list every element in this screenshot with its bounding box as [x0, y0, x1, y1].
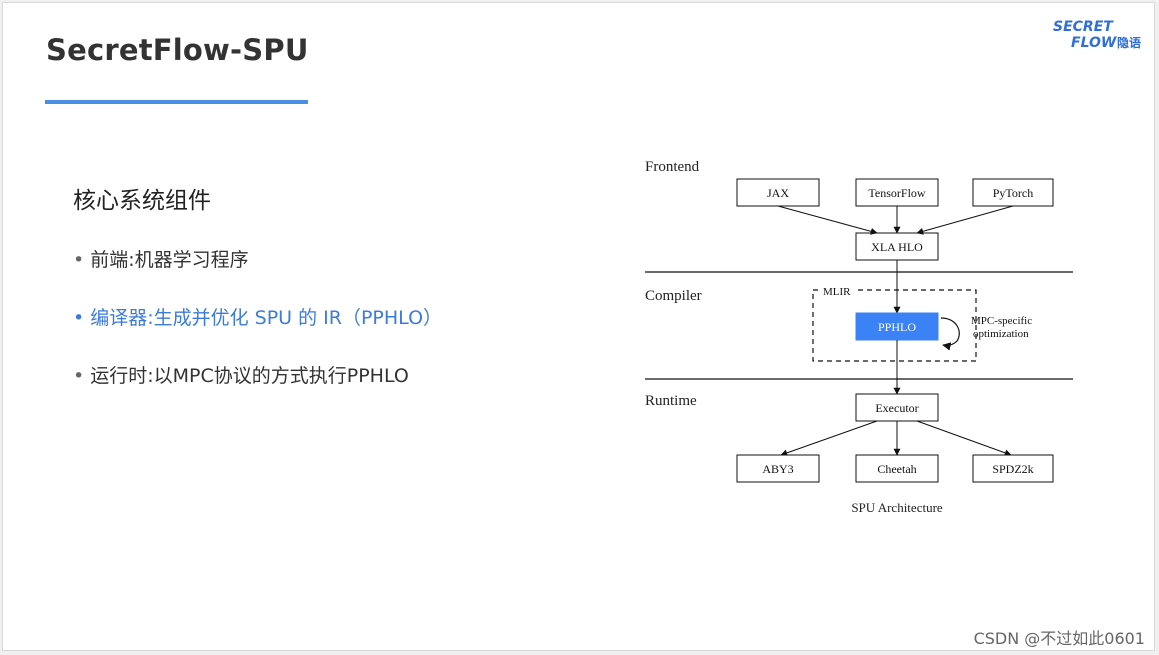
bullet-text: 编译器:生成并优化 SPU 的 IR（PPHLO） [90, 307, 443, 329]
logo-line2: FLOW [1071, 35, 1117, 51]
title-underline [45, 100, 308, 104]
bullet-dot: • [73, 249, 85, 271]
edge-jax-xla [777, 205, 878, 235]
page-title: SecretFlow-SPU [46, 33, 309, 67]
bullet-text: 运行时:以MPC协议的方式执行PPHLO [90, 365, 409, 387]
node-pphlo: PPHLO [855, 312, 939, 341]
mlir-box [812, 289, 977, 362]
watermark: CSDN @不过如此0601 [973, 629, 1145, 648]
node-pytorch: PyTorch [972, 178, 1054, 207]
section-label-compiler: Compiler [645, 288, 702, 304]
edge-pytorch-xla [916, 205, 1014, 235]
node-jax: JAX [736, 178, 820, 207]
node-cheetah: Cheetah [855, 454, 939, 483]
edge-executor-aby3 [780, 420, 878, 457]
diagram-caption: SPU Architecture [851, 500, 943, 515]
optimization-loop-arrow [940, 317, 960, 351]
node-label: JAX [767, 186, 789, 200]
section-label-frontend: Frontend [645, 159, 700, 175]
node-label: ABY3 [762, 462, 793, 476]
opt-label-line1: MPC-specific [971, 315, 1032, 327]
node-spdz2k: SPDZ2k [972, 454, 1054, 483]
bullet-runtime: •运行时:以MPC协议的方式执行PPHLO [73, 361, 409, 388]
node-label: Executor [875, 401, 918, 415]
bullet-dot: • [73, 307, 85, 329]
bullet-compiler: •编译器:生成并优化 SPU 的 IR（PPHLO） [73, 303, 442, 330]
node-label: PyTorch [993, 186, 1034, 200]
node-aby3: ABY3 [736, 454, 820, 483]
mlir-label: MLIR [823, 286, 851, 298]
logo-line1: SECRET [1053, 19, 1114, 35]
logo-cn: 隐语 [1117, 35, 1141, 50]
node-xla-hlo: XLA HLO [855, 232, 939, 261]
node-label: XLA HLO [871, 240, 923, 254]
spu-architecture-diagram: Frontend Compiler Runtime JAX TensorFlow… [645, 159, 1073, 515]
bullet-text: 前端:机器学习程序 [90, 249, 249, 271]
node-tensorflow: TensorFlow [855, 178, 939, 207]
node-label: SPDZ2k [992, 462, 1033, 476]
node-label: TensorFlow [868, 186, 925, 200]
mlir-label-bg [820, 285, 856, 297]
node-executor: Executor [855, 393, 939, 422]
edge-executor-spdz2k [916, 420, 1012, 457]
opt-label-line2: optimization [973, 328, 1029, 340]
node-label: Cheetah [877, 462, 916, 476]
node-label: PPHLO [878, 320, 916, 334]
bullet-dot: • [73, 365, 85, 387]
bullet-frontend: •前端:机器学习程序 [73, 245, 249, 272]
secretflow-logo: SECRET FLOW 隐语 [1053, 19, 1141, 51]
section-label-runtime: Runtime [645, 393, 697, 409]
section-heading: 核心系统组件 [73, 188, 211, 214]
